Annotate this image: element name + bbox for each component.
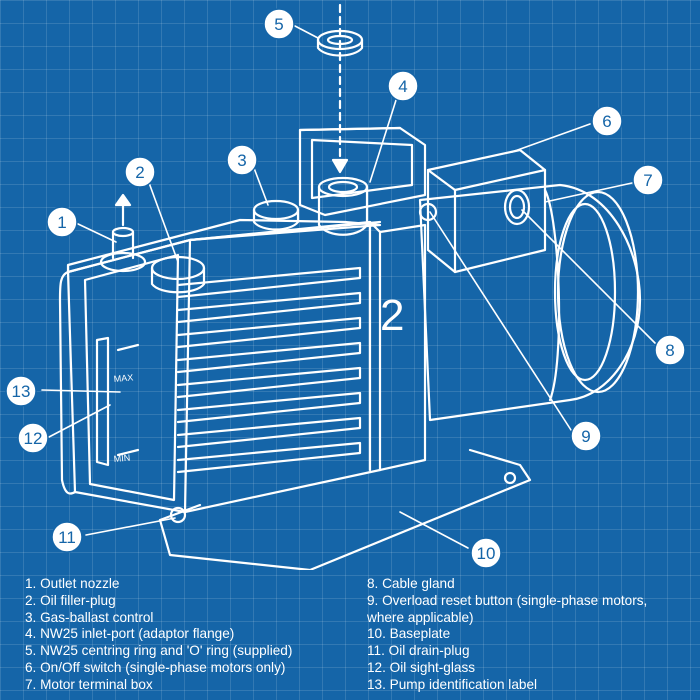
inlet-port: [317, 176, 369, 236]
legend-item: 11. Oil drain-plug: [367, 643, 470, 659]
callout-label-5: 5: [274, 15, 283, 34]
callout-circle-3: [226, 144, 258, 176]
min-mark: MIN: [113, 453, 130, 464]
callout-label-8: 8: [665, 341, 674, 360]
callout-label-13: 13: [12, 382, 31, 401]
callout-circle-12: [17, 422, 49, 454]
legend-item: 5. NW25 centring ring and 'O' ring (supp…: [25, 643, 293, 659]
oil-filler-plug: [150, 255, 206, 294]
legend-right: 8. Cable gland 9. Overload reset button …: [367, 576, 667, 694]
legend-left: 1. Outlet nozzle 2. Oil filler-plug 3. G…: [25, 576, 292, 694]
callout-label-7: 7: [643, 171, 652, 190]
overload-reset-button: [418, 202, 438, 222]
legend-item: 4. NW25 inlet-port (adaptor flange): [25, 626, 235, 642]
callout-circle-10: [470, 537, 502, 569]
callout-circle-4: [387, 70, 419, 102]
callout-circle-13: [5, 375, 37, 407]
oil-sight-glass: [95, 336, 140, 467]
legend-item: 8. Cable gland: [367, 576, 455, 591]
inlet-housing: [298, 126, 427, 217]
callout-label-11: 11: [58, 528, 76, 547]
callout-label-10: 10: [477, 544, 496, 563]
callout-circle-1: [46, 206, 78, 238]
outlet-nozzle: [99, 193, 147, 273]
callout-label-9: 9: [581, 427, 590, 446]
callout-circle-5: [263, 8, 295, 40]
callout-circle-6: [591, 105, 623, 137]
legend-item: 1. Outlet nozzle: [25, 576, 120, 591]
callout-circle-9: [570, 420, 602, 452]
oil-drain-plug: [169, 506, 187, 524]
legend-item: 12. Oil sight-glass: [367, 659, 476, 675]
callout-circle-7: [632, 164, 664, 196]
callout-label-3: 3: [237, 151, 246, 170]
callout-circle-2: [124, 156, 156, 188]
callout-label-2: 2: [135, 163, 144, 182]
gas-ballast-control: [252, 199, 300, 231]
cooling-fins: [176, 266, 362, 474]
legend-item: 10. Baseplate: [367, 626, 451, 642]
baseplate: [158, 448, 532, 570]
legend-item: 3. Gas-ballast control: [25, 609, 154, 625]
callout-circle-11: [51, 521, 83, 553]
leader-lines: [41, 25, 656, 549]
legend-item: 9. Overload reset button (single-phase m…: [367, 592, 648, 625]
legend-item: 13. Pump identification label: [367, 676, 538, 692]
callout-label-6: 6: [602, 112, 611, 131]
callout-label-12: 12: [24, 429, 43, 448]
legend-item: 2. Oil filler-plug: [25, 592, 116, 608]
callout-circle-8: [654, 334, 686, 366]
legend-item: 6. On/Off switch (single-phase motors on…: [25, 659, 286, 675]
callout-label-4: 4: [398, 77, 407, 96]
callout-label-1: 1: [57, 213, 66, 232]
motor-terminal-box: [426, 148, 547, 274]
max-mark: MAX: [113, 372, 133, 384]
motor: [418, 183, 642, 422]
legend-item: 7. Motor terminal box: [25, 676, 153, 692]
model-mark: 2: [380, 291, 404, 340]
